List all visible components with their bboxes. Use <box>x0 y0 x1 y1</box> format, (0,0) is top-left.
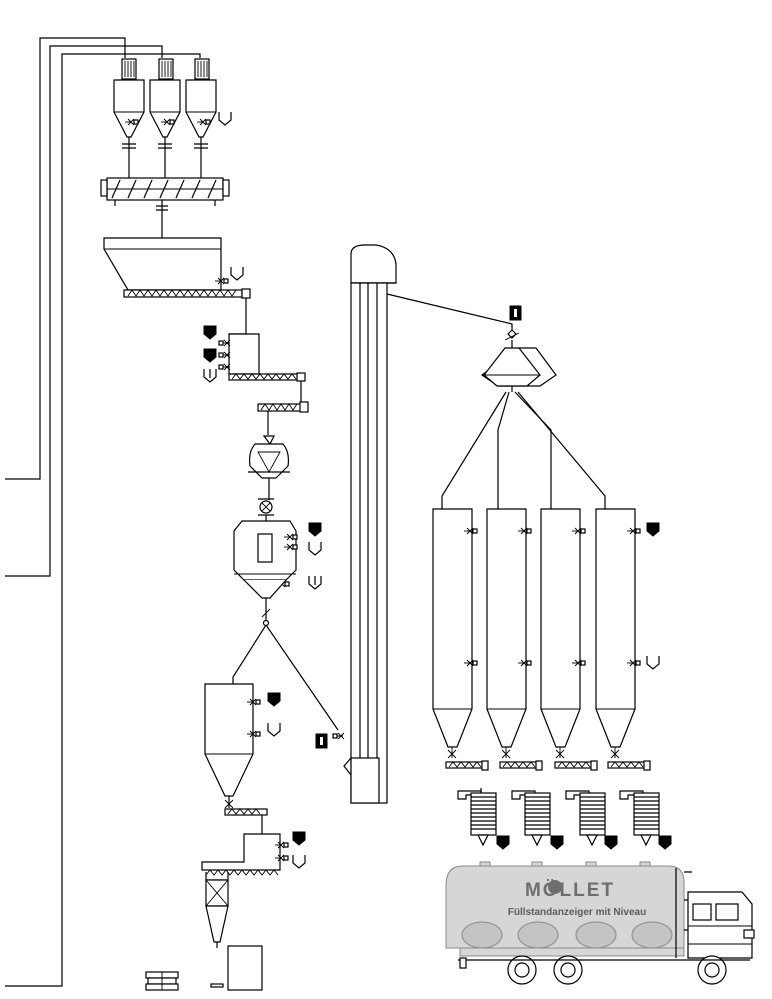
storage-silo <box>204 683 281 809</box>
level-sensor-icon <box>292 831 306 846</box>
level-sensor-icon <box>496 835 510 850</box>
screw-conveyor <box>607 760 651 771</box>
intermediate-bin <box>203 325 306 404</box>
bag-stack <box>145 971 179 991</box>
level-sensor-icon <box>203 348 217 363</box>
silo-truck <box>445 861 755 985</box>
valve-icon <box>258 498 274 521</box>
weigh-hopper <box>248 435 290 500</box>
level-sensor-icon <box>550 835 564 850</box>
level-sensor-icon <box>292 854 306 869</box>
loading-bellow <box>457 788 497 847</box>
level-sensor-icon <box>646 522 660 537</box>
level-sensor-icon <box>230 266 244 281</box>
silo <box>185 79 217 138</box>
filter-unit <box>158 58 174 80</box>
tall-silo <box>595 508 641 759</box>
supply-lines <box>5 37 201 987</box>
tall-silo <box>540 508 586 759</box>
hazard-sensor-icon <box>509 305 522 321</box>
silo <box>113 79 145 138</box>
level-sensor-icon <box>308 541 322 556</box>
screw-conveyor <box>554 760 598 771</box>
screw-conveyor <box>224 808 268 834</box>
level-sensor-icon <box>267 692 281 707</box>
packer-unit <box>227 945 263 991</box>
level-sensor-icon <box>604 835 618 850</box>
filter-unit <box>121 58 137 80</box>
screw-conveyor <box>100 177 230 238</box>
loading-bellow <box>511 790 551 847</box>
level-sensor-icon <box>203 368 217 383</box>
mixer-tank <box>233 520 322 627</box>
level-sensor-icon <box>308 522 322 537</box>
level-sensor-icon <box>203 325 217 340</box>
tall-silo <box>486 508 532 759</box>
screw-conveyor <box>445 760 489 771</box>
cyclone-filter <box>205 872 229 948</box>
distributor <box>480 347 557 392</box>
bag-rail <box>210 983 224 988</box>
level-sensor-icon <box>646 655 660 670</box>
loading-bellow <box>619 790 660 847</box>
brand-tagline: Füllstandanzeiger mit Niveau <box>507 907 647 918</box>
dosing-bin <box>201 831 306 876</box>
top-silos <box>113 58 232 178</box>
tall-silo <box>432 508 478 759</box>
level-sensor-icon <box>267 722 281 737</box>
loading-bellow <box>565 790 606 847</box>
screw-conveyor <box>257 401 309 435</box>
brand-name: MÖLLET <box>524 880 616 901</box>
mixing-hopper <box>103 237 251 335</box>
hazard-sensor-icon <box>315 733 328 749</box>
level-sensor-icon <box>218 111 232 126</box>
silo <box>149 79 181 138</box>
level-sensor-icon <box>658 835 672 850</box>
screw-conveyor <box>499 760 543 771</box>
bucket-elevator <box>315 244 397 804</box>
level-sensor-icon <box>308 575 322 590</box>
filter-unit <box>194 58 210 80</box>
